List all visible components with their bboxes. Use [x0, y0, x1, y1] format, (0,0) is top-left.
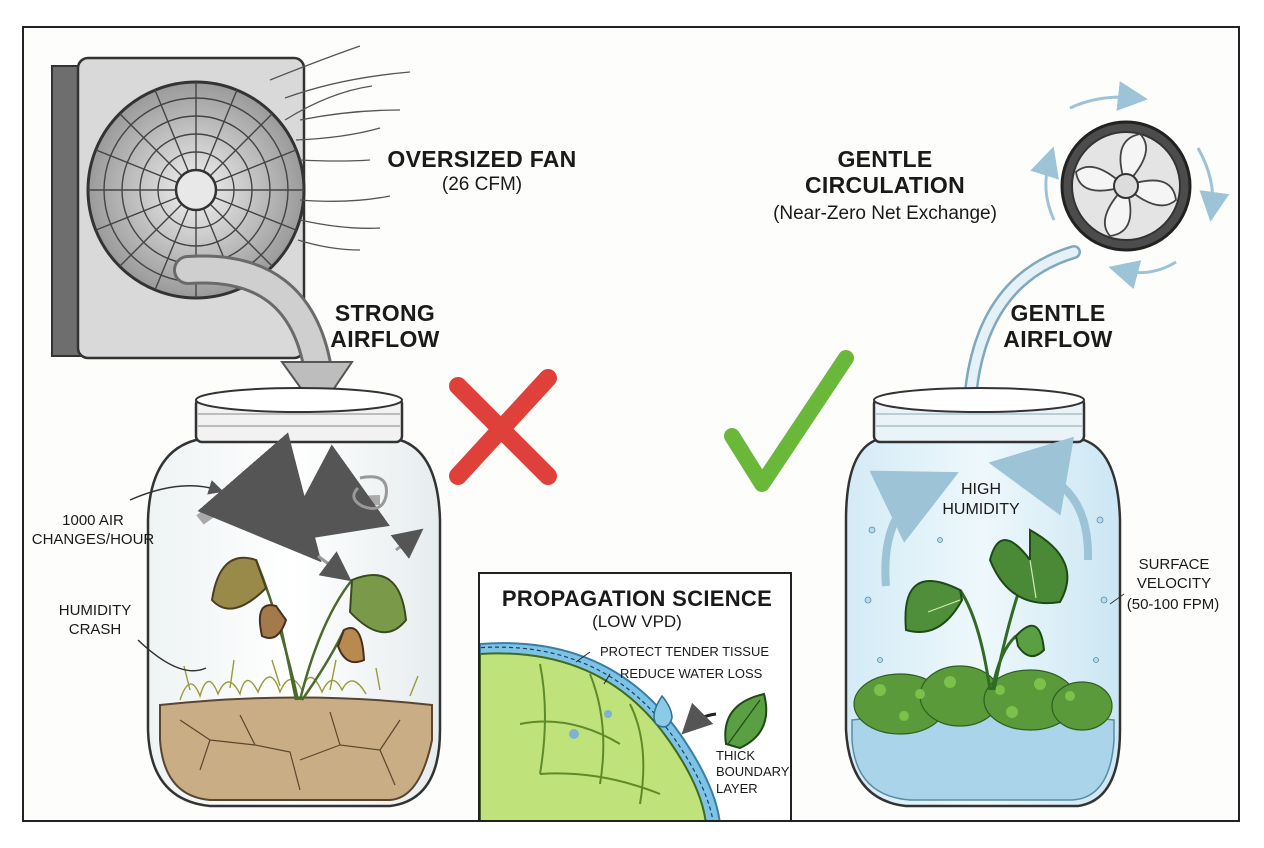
- leaf-icon: [724, 692, 768, 750]
- strong-airflow-label: STRONG AIRFLOW: [330, 300, 440, 353]
- cross-icon: [449, 369, 557, 485]
- gentle-circulation-subtitle: (Near-Zero Net Exchange): [773, 203, 997, 224]
- circulation-fan-icon: [1060, 120, 1192, 252]
- high-humidity-label: HIGH HUMIDITY: [942, 481, 1020, 518]
- gentle-airflow-label: GENTLE AIRFLOW: [1003, 300, 1113, 353]
- humid-jar: [844, 387, 1122, 808]
- surface-velocity-label: SURFACE VELOCITY: [1136, 556, 1212, 592]
- humidity-crash-label: HUMIDITY CRASH: [58, 602, 132, 638]
- leaf-cell-illustration: [480, 642, 768, 820]
- reduce-water-loss-label: REDUCE WATER LOSS: [620, 666, 763, 681]
- protect-tissue-label: PROTECT TENDER TISSUE: [600, 644, 770, 659]
- check-icon: [724, 350, 854, 492]
- inset-subtitle: (LOW VPD): [592, 612, 682, 631]
- surface-velocity-value: (50-100 FPM): [1126, 596, 1220, 613]
- water-drop-icon: [653, 694, 673, 728]
- gentle-circulation-title: GENTLE CIRCULATION: [804, 146, 966, 199]
- inset-title: PROPAGATION SCIENCE: [501, 586, 773, 611]
- box-fan-icon: [51, 56, 306, 360]
- oversized-fan-subtitle: (26 CFM): [441, 174, 523, 195]
- air-changes-label: 1000 AIR CHANGES/HOUR: [31, 512, 155, 548]
- oversized-fan-title: OVERSIZED FAN: [387, 146, 577, 172]
- boundary-layer-label: THICK BOUNDARY LAYER: [716, 748, 790, 796]
- strong-wind-lines: [269, 45, 411, 251]
- propagation-science-inset: PROPAGATION SCIENCE (LOW VPD) PROTECT TE…: [478, 572, 792, 822]
- dry-jar: [146, 387, 442, 808]
